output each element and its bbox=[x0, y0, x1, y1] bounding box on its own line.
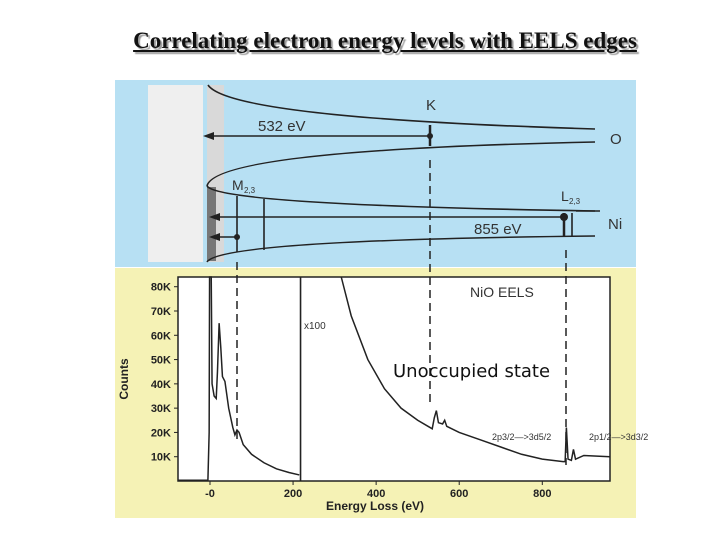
nickel-lower-curve bbox=[206, 235, 596, 263]
unoccupied-state-annotation: Unoccupied state bbox=[393, 361, 550, 382]
o-energy-label: 532 eV bbox=[258, 118, 306, 135]
m-subscript: 2,3 bbox=[244, 186, 256, 195]
y-axis-label: Counts bbox=[117, 358, 131, 400]
x-tick-label: 600 bbox=[450, 488, 468, 500]
y-tick-label: 40K bbox=[151, 379, 171, 391]
y-tick-label: 50K bbox=[151, 355, 171, 367]
l3-transition-label: 2p3/2—>3d5/2 bbox=[492, 432, 551, 442]
ni-energy-label: 855 eV bbox=[474, 221, 522, 238]
y-tick-label: 30K bbox=[151, 403, 171, 415]
vacuum-region bbox=[148, 85, 203, 262]
electron-dot bbox=[560, 213, 568, 221]
scale-label: x100 bbox=[304, 321, 326, 332]
electron-dot bbox=[234, 234, 240, 240]
l2-transition-label: 2p1/2—>3d3/2 bbox=[589, 432, 648, 442]
chart-title: NiO EELS bbox=[470, 284, 534, 300]
k-label: K bbox=[426, 97, 436, 114]
electron-dot bbox=[427, 133, 433, 139]
x-tick-label: 800 bbox=[533, 488, 551, 500]
x-tick-label: -0 bbox=[205, 488, 215, 500]
plot-area bbox=[177, 276, 611, 482]
x-axis-label: Energy Loss (eV) bbox=[326, 499, 424, 513]
l-subscript: 2,3 bbox=[569, 197, 581, 206]
arrowhead-icon bbox=[203, 132, 214, 140]
y-tick-label: 20K bbox=[151, 427, 171, 439]
arrowhead-icon bbox=[209, 233, 220, 241]
m-label: M bbox=[232, 177, 244, 193]
valence-band-strip bbox=[207, 187, 216, 261]
y-tick-label: 60K bbox=[151, 330, 171, 342]
y-tick-label: 80K bbox=[151, 282, 171, 294]
x-tick-label: 200 bbox=[284, 488, 302, 500]
oxygen-lower-curve bbox=[206, 141, 596, 187]
nickel-upper-curve bbox=[206, 185, 596, 212]
oxygen-label: O bbox=[610, 131, 622, 148]
slide-title: Correlating electron energy levels with … bbox=[133, 28, 637, 53]
oxygen-upper-curve bbox=[207, 84, 596, 130]
l-label: L bbox=[561, 188, 569, 204]
spectrum-line-low-loss bbox=[178, 276, 300, 482]
arrowhead-icon bbox=[209, 213, 220, 221]
y-tick-label: 10K bbox=[151, 452, 171, 464]
x-tick-label: 400 bbox=[367, 488, 385, 500]
nickel-label: Ni bbox=[608, 216, 622, 233]
spectrum-line-core-loss bbox=[340, 276, 611, 463]
y-tick-label: 70K bbox=[151, 306, 171, 318]
